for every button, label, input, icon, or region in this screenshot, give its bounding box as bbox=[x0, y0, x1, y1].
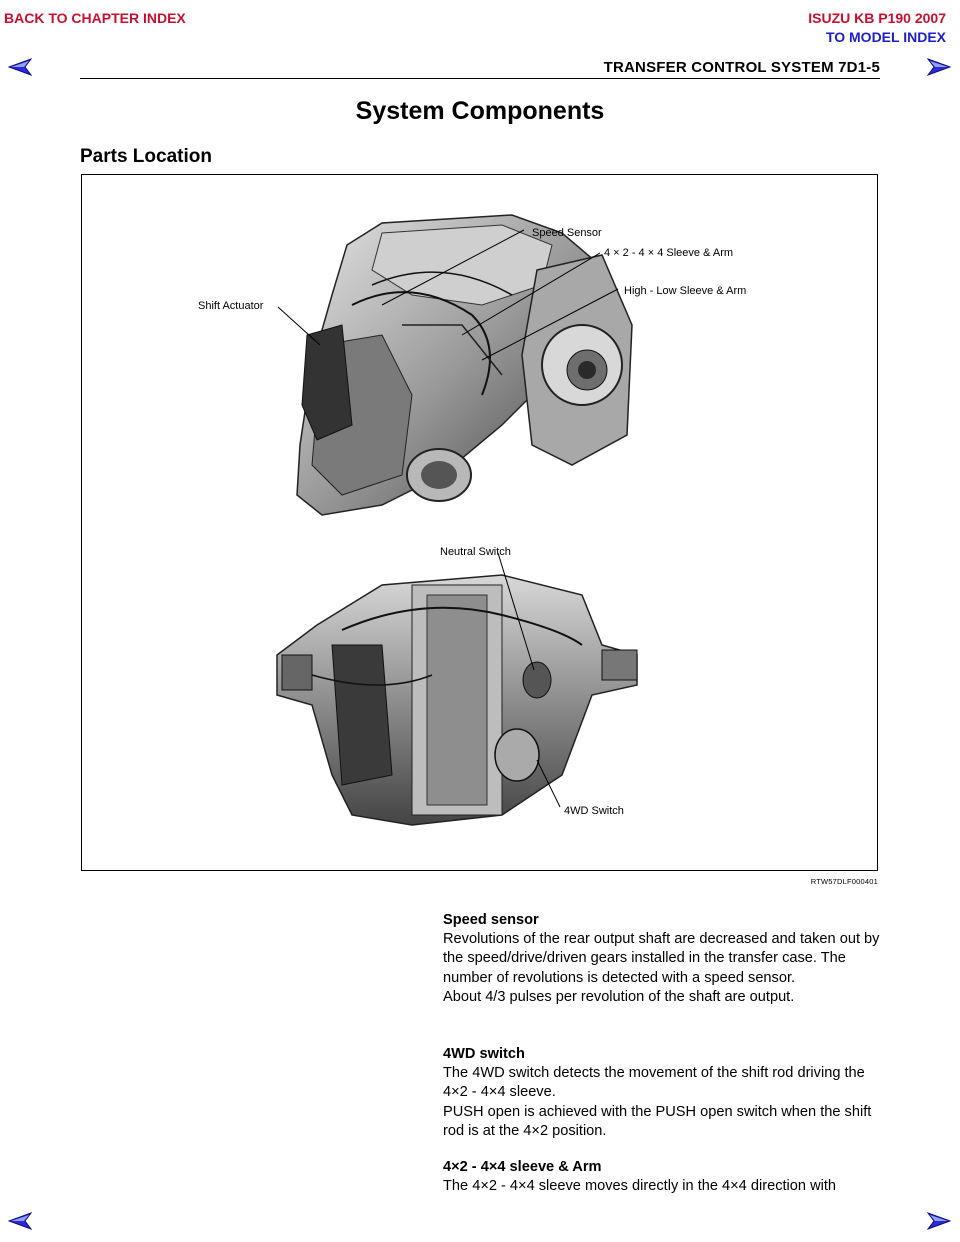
label-neutral-switch: Neutral Switch bbox=[440, 546, 511, 558]
description-speed-sensor: Speed sensor Revolutions of the rear out… bbox=[443, 911, 883, 1007]
description-4wd-switch: 4WD switch The 4WD switch detects the mo… bbox=[443, 1045, 883, 1141]
description-paragraph: The 4×2 - 4×4 sleeve moves directly in t… bbox=[443, 1178, 837, 1195]
transfer-case-illustration: Speed Sensor 4 × 2 - 4 × 4 Sleeve & Arm … bbox=[198, 214, 746, 826]
description-paragraph: PUSH open is achieved with the PUSH open… bbox=[443, 1103, 872, 1139]
page-header-title: TRANSFER CONTROL SYSTEM 7D1-5 bbox=[603, 59, 880, 76]
label-shift-actuator: Shift Actuator bbox=[198, 300, 264, 312]
upper-transfer-case-photo bbox=[296, 214, 633, 516]
next-page-arrow-icon[interactable] bbox=[927, 58, 951, 76]
label-4wd-switch: 4WD Switch bbox=[564, 805, 624, 817]
parts-location-figure: Speed Sensor 4 × 2 - 4 × 4 Sleeve & Arm … bbox=[81, 174, 878, 871]
description-paragraph: Revolutions of the rear output shaft are… bbox=[443, 931, 880, 986]
previous-page-bottom-arrow-icon[interactable] bbox=[8, 1212, 32, 1230]
subsection-title: Parts Location bbox=[80, 146, 212, 167]
description-heading: Speed sensor bbox=[443, 912, 539, 928]
section-title: System Components bbox=[355, 97, 605, 125]
description-paragraph: About 4/3 pulses per revolution of the s… bbox=[443, 988, 795, 1005]
label-4x2-4x4-sleeve-arm: 4 × 2 - 4 × 4 Sleeve & Arm bbox=[604, 247, 733, 259]
description-heading: 4WD switch bbox=[443, 1046, 525, 1062]
label-speed-sensor: Speed Sensor bbox=[532, 227, 602, 239]
description-4x2-4x4-sleeve: 4×2 - 4×4 sleeve & Arm The 4×2 - 4×4 sle… bbox=[443, 1158, 883, 1196]
label-high-low-sleeve-arm: High - Low Sleeve & Arm bbox=[624, 285, 746, 297]
description-heading: 4×2 - 4×4 sleeve & Arm bbox=[443, 1159, 602, 1175]
to-model-index-link[interactable]: TO MODEL INDEX bbox=[825, 29, 946, 45]
figure-code: RTW57DLF000401 bbox=[810, 877, 878, 886]
back-to-chapter-index-link[interactable]: BACK TO CHAPTER INDEX bbox=[4, 10, 186, 26]
lower-transfer-case-photo bbox=[276, 574, 638, 826]
header-divider bbox=[80, 78, 880, 79]
previous-page-arrow-icon[interactable] bbox=[8, 58, 32, 76]
description-paragraph: The 4WD switch detects the movement of t… bbox=[443, 1065, 865, 1101]
next-page-bottom-arrow-icon[interactable] bbox=[927, 1212, 951, 1230]
model-title: ISUZU KB P190 2007 bbox=[808, 10, 946, 26]
callout-leaders bbox=[277, 229, 619, 808]
